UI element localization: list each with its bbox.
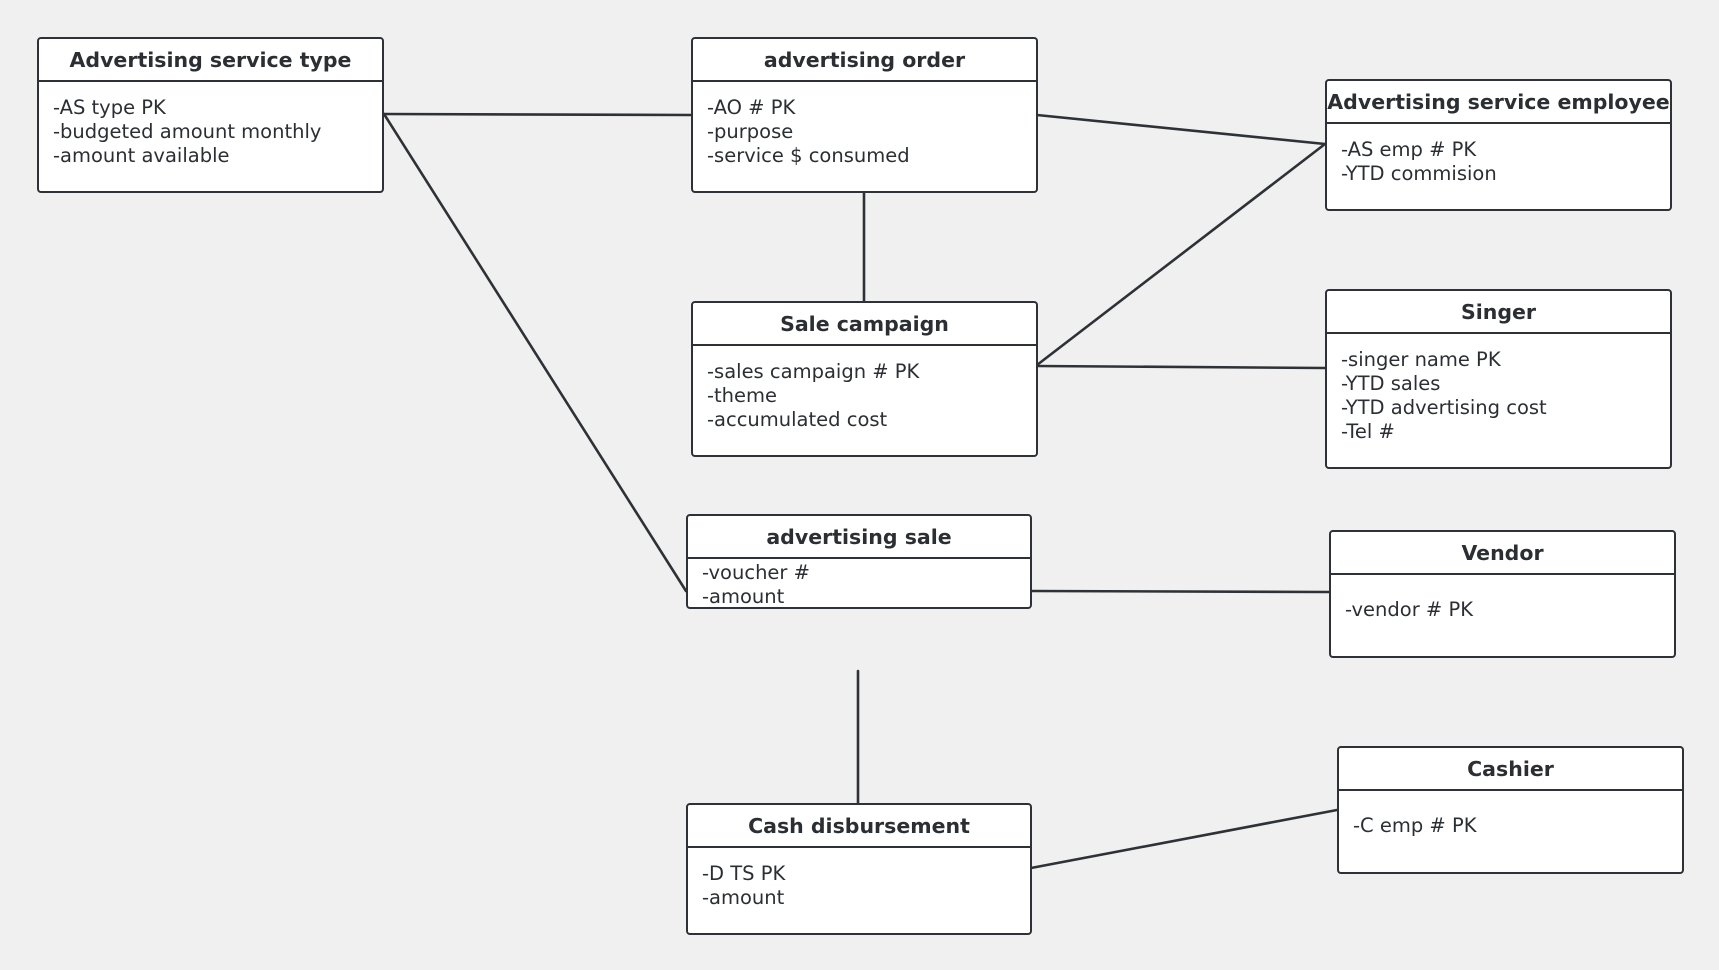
entity-attributes: -AO # PK -purpose -service $ consumed xyxy=(693,82,1036,168)
entity-singer[interactable]: Singer -singer name PK -YTD sales -YTD a… xyxy=(1325,289,1672,469)
entity-attribute: -purpose xyxy=(707,120,794,143)
entity-attribute: -Tel # xyxy=(1341,420,1395,443)
entity-sale-campaign[interactable]: Sale campaign -sales campaign # PK -them… xyxy=(691,301,1038,457)
entity-attribute: -singer name PK xyxy=(1341,348,1501,371)
entity-attribute: -amount xyxy=(702,585,785,608)
relationship-line-advertising-order-advertising-service-employee xyxy=(1035,113,1327,146)
entity-advertising-order[interactable]: advertising order -AO # PK -purpose -ser… xyxy=(691,37,1038,193)
entity-attribute: -budgeted amount monthly xyxy=(53,120,322,143)
entity-advertising-service-employee[interactable]: Advertising service employee -AS emp # P… xyxy=(1325,79,1672,211)
entity-attribute: -amount xyxy=(702,886,785,909)
entity-attribute: -vendor # PK xyxy=(1345,598,1474,621)
entity-attribute: -theme xyxy=(707,384,778,407)
entity-attributes: -AS type PK -budgeted amount monthly -am… xyxy=(39,82,382,168)
entity-attributes: -AS emp # PK -YTD commision xyxy=(1327,124,1670,186)
entity-attribute: -accumulated cost xyxy=(707,408,888,431)
entity-attribute: -amount available xyxy=(53,144,230,167)
relationship-line-advertising-sale-vendor xyxy=(1029,589,1331,594)
relationship-line-sale-campaign-advertising-service-employee xyxy=(1035,142,1327,367)
entity-attributes: -C emp # PK xyxy=(1339,791,1682,838)
entity-attribute: -sales campaign # PK xyxy=(707,360,920,383)
entity-title: advertising sale xyxy=(688,516,1030,559)
entity-attributes: -D TS PK -amount xyxy=(688,848,1030,910)
entity-title: Singer xyxy=(1327,291,1670,334)
relationship-line-advertising-service-type-advertising-sale xyxy=(382,112,688,593)
entity-advertising-service-type[interactable]: Advertising service type -AS type PK -bu… xyxy=(37,37,384,193)
entity-attribute: -YTD sales xyxy=(1341,372,1441,395)
entity-attributes: -singer name PK -YTD sales -YTD advertis… xyxy=(1327,334,1670,444)
relationship-line-cash-disbursement-cashier xyxy=(1029,808,1339,870)
entity-attribute: -AO # PK xyxy=(707,96,796,119)
entity-attribute: -D TS PK xyxy=(702,862,786,885)
entity-attribute: -AS emp # PK xyxy=(1341,138,1477,161)
entity-title: Cashier xyxy=(1339,748,1682,791)
entity-attribute: -YTD commision xyxy=(1341,162,1497,185)
entity-attribute: -C emp # PK xyxy=(1353,814,1477,837)
entity-attributes: -vendor # PK xyxy=(1331,575,1674,622)
entity-vendor[interactable]: Vendor -vendor # PK xyxy=(1329,530,1676,658)
entity-attribute: -service $ consumed xyxy=(707,144,910,167)
entity-attributes: -sales campaign # PK -theme -accumulated… xyxy=(693,346,1036,432)
entity-attribute: -voucher # xyxy=(702,561,810,584)
entity-title: Advertising service type xyxy=(39,39,382,82)
entity-title: Vendor xyxy=(1331,532,1674,575)
entity-advertising-sale[interactable]: advertising sale -voucher # -amount xyxy=(686,514,1032,609)
relationship-line-sale-campaign-singer xyxy=(1035,364,1327,370)
entity-title: Sale campaign xyxy=(693,303,1036,346)
entity-cashier[interactable]: Cashier -C emp # PK xyxy=(1337,746,1684,874)
entity-attribute: -YTD advertising cost xyxy=(1341,396,1547,419)
entity-attributes: -voucher # -amount xyxy=(688,559,1030,608)
entity-title: Advertising service employee xyxy=(1327,81,1670,124)
relationship-line-advertising-service-type-advertising-order xyxy=(382,112,693,117)
entity-title: advertising order xyxy=(693,39,1036,82)
entity-title: Cash disbursement xyxy=(688,805,1030,848)
entity-cash-disbursement[interactable]: Cash disbursement -D TS PK -amount xyxy=(686,803,1032,935)
entity-attribute: -AS type PK xyxy=(53,96,166,119)
